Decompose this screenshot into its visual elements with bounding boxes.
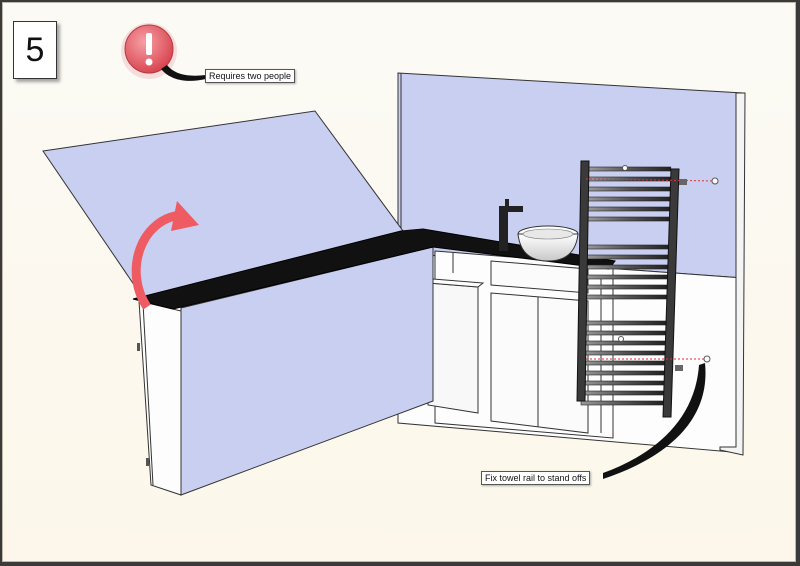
towel-rail-bar (582, 350, 665, 356)
towel-rail-bar (582, 340, 666, 346)
towel-rail-bar (584, 274, 668, 280)
assembly-diagram (42, 23, 746, 496)
towel-rail-bar (587, 196, 671, 202)
standoff-bracket (679, 179, 687, 185)
tap-icon (499, 199, 523, 251)
towel-rail-bar (581, 370, 665, 376)
curved-arrow-icon (131, 201, 199, 310)
towel-rail-bar (581, 380, 664, 386)
step-number: 5 (13, 21, 57, 79)
basin (517, 225, 579, 262)
exclamation-warning-icon (121, 23, 177, 79)
towel-rail-bar (587, 206, 670, 212)
towel-rail-bar (584, 284, 668, 290)
standoff-icon (618, 336, 624, 342)
callout-requires-two-people: Requires two people (205, 69, 296, 83)
towel-rail-upright (576, 160, 590, 402)
callout-pointer (603, 363, 706, 479)
towel-rail-bar (587, 186, 671, 192)
towel-rail-bar (584, 294, 667, 300)
towel-rail-bar (583, 330, 666, 336)
towel-rail-upright (662, 168, 680, 418)
towel-rail-bar (586, 216, 670, 222)
towel-rail-bar (582, 360, 665, 366)
callout-fix-towel-rail: Fix towel rail to stand offs (481, 471, 591, 485)
standoff-guides (585, 165, 719, 371)
towel-rail-bar (585, 244, 669, 250)
standoff-bracket (675, 365, 683, 371)
vanity-unit (426, 250, 614, 439)
towel-rail-bar (588, 166, 672, 172)
towel-rail-bar (585, 264, 668, 270)
towel-rail (576, 160, 680, 418)
standoff-icon (711, 177, 719, 185)
callout-pointer (161, 65, 206, 81)
standoff-icon (703, 355, 711, 363)
towel-rail-bar (581, 390, 664, 396)
standoff-icon (622, 165, 628, 171)
towel-rail-bar (585, 254, 669, 260)
towel-rail-bar (583, 320, 666, 326)
towel-rail-bar (580, 400, 664, 406)
